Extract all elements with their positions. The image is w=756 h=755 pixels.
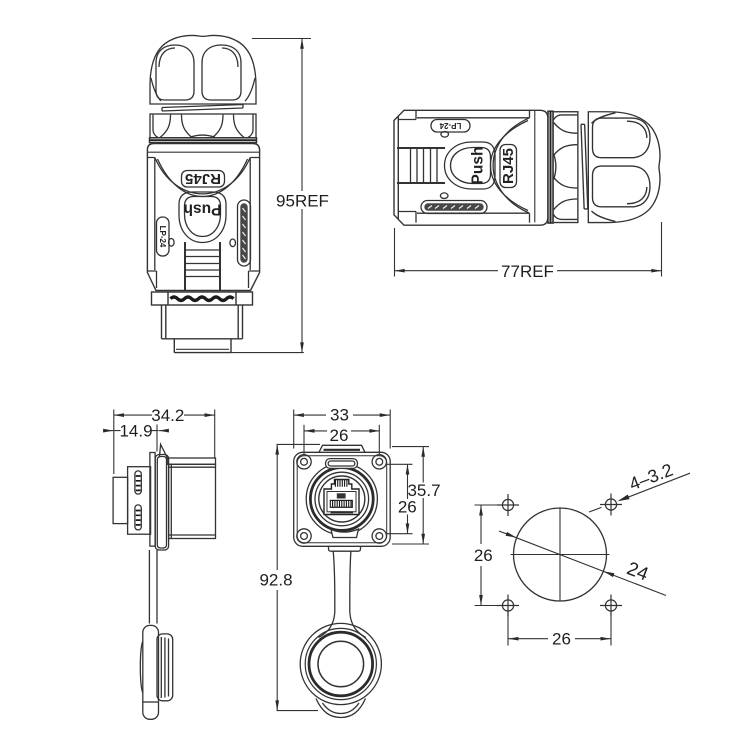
svg-text:92.8: 92.8 — [259, 571, 292, 590]
svg-text:26: 26 — [474, 546, 493, 565]
svg-text:34.2: 34.2 — [151, 406, 184, 425]
svg-text:35.7: 35.7 — [407, 481, 440, 500]
svg-text:77REF: 77REF — [501, 262, 554, 281]
svg-text:14.9: 14.9 — [119, 422, 152, 441]
svg-text:33: 33 — [330, 406, 349, 425]
svg-text:26: 26 — [398, 498, 417, 517]
svg-text:95REF: 95REF — [276, 192, 329, 211]
svg-text:26: 26 — [552, 630, 571, 649]
svg-text:26: 26 — [330, 426, 349, 445]
